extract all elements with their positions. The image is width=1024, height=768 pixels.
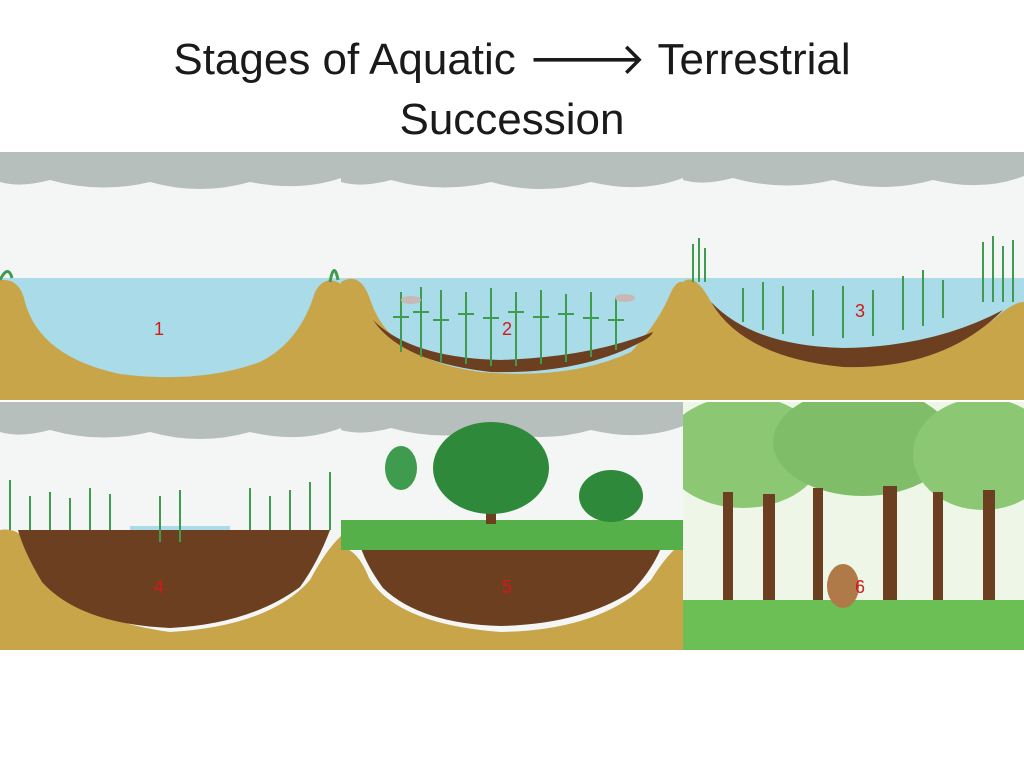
stage-5-label: 5 xyxy=(502,577,513,597)
soil-basin xyxy=(341,542,683,650)
stage-1-panel: 1 xyxy=(0,152,341,400)
forest-floor-plants xyxy=(683,600,1024,650)
soil-basin xyxy=(0,529,341,650)
grass-strip xyxy=(341,520,683,550)
stage-4-label: 4 xyxy=(154,577,165,597)
cloud-band xyxy=(341,152,683,189)
stage-6-panel: 6 xyxy=(683,402,1024,650)
stage-5-illustration xyxy=(341,402,683,650)
shrub xyxy=(579,470,643,522)
fish xyxy=(615,294,635,302)
muck-layer xyxy=(711,302,1003,368)
stage-3-label: 3 xyxy=(855,301,866,321)
young-tree xyxy=(385,446,417,490)
fish xyxy=(401,296,421,304)
stage-1-illustration xyxy=(0,152,341,400)
slide-title: Stages of Aquatic 🡒 Terrestrial Successi… xyxy=(0,30,1024,150)
stage-3-panel: 3 xyxy=(683,152,1024,400)
cloud-band xyxy=(0,152,341,189)
deer xyxy=(827,564,859,608)
cloud-band xyxy=(683,152,1024,187)
emergent-plants xyxy=(692,236,1014,338)
marsh-grasses xyxy=(9,472,331,542)
stage-6-label: 6 xyxy=(855,577,866,597)
title-line-1: Stages of Aquatic 🡒 Terrestrial xyxy=(0,30,1024,90)
stage-4-panel: 4 xyxy=(0,402,341,650)
title-line-2: Succession xyxy=(399,95,625,144)
muck-layer xyxy=(18,530,330,628)
stage-2-panel: 2 xyxy=(341,152,683,400)
cloud-band xyxy=(341,402,683,437)
cloud-band xyxy=(0,402,341,439)
muck-layer xyxy=(361,548,661,626)
tree-crown xyxy=(433,422,549,514)
stage-3-illustration xyxy=(683,152,1024,400)
canopy xyxy=(913,402,1024,510)
title-aquatic: Stages of Aquatic xyxy=(173,35,516,84)
stage-2-illustration xyxy=(341,152,683,400)
muck-layer xyxy=(373,320,653,373)
submerged-plants xyxy=(393,287,624,366)
arrow-right-icon: 🡒 xyxy=(528,35,647,84)
stage-1-label: 1 xyxy=(154,319,165,339)
soil-basin xyxy=(0,279,341,400)
stage-4-illustration xyxy=(0,402,341,650)
stage-6-illustration xyxy=(683,402,1024,650)
stage-5-panel: 5 xyxy=(341,402,683,650)
title-terrestrial: Terrestrial xyxy=(657,35,851,84)
soil-basin xyxy=(683,279,1024,400)
stage-2-label: 2 xyxy=(502,319,513,339)
shore-grass xyxy=(0,269,340,283)
soil-basin xyxy=(341,278,683,400)
canopy xyxy=(773,402,953,496)
